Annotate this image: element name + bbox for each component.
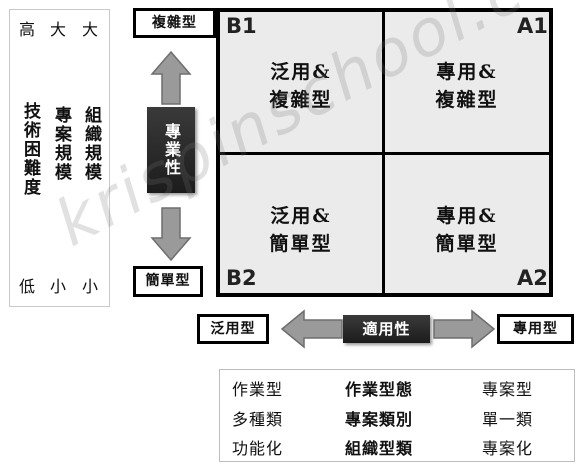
scale-bottom-label-1: 低	[19, 277, 36, 296]
quadrant-b2-line2: 簡單型	[269, 233, 333, 255]
quadrant-a1-line1: 專用&	[436, 61, 498, 83]
quadrant-a1-line2: 複雜型	[435, 89, 499, 111]
scale-top-label-2: 大	[50, 20, 67, 39]
quadrant-a2-text: 專用& 簡單型	[392, 202, 542, 258]
table-row-2-right: 單一類	[482, 410, 534, 429]
table-row-1-right: 專案型	[482, 380, 534, 399]
quadrant-b2-text: 泛用& 簡單型	[226, 202, 376, 258]
column-project-scale: 專案規模	[51, 106, 71, 182]
general-purpose-type-box: 泛用型	[197, 314, 269, 344]
table-row-1-middle: 作業型態	[345, 380, 414, 399]
left-arrow-icon	[280, 309, 343, 349]
simple-type-box: 簡單型	[133, 266, 203, 297]
difficulty-scale-panel: 高 大 大 技術困難度 專案規模 組織規模 低 小 小	[9, 9, 110, 307]
table-row-3-left: 功能化	[232, 439, 284, 458]
table-row-3-middle: 組織型類	[345, 439, 414, 458]
quadrant-b1-text: 泛用& 複雜型	[226, 58, 376, 114]
down-arrow-icon	[150, 207, 192, 262]
scale-bottom-label-2: 小	[50, 277, 67, 296]
attribute-table: 作業型 作業型態 專案型 多種類 專案類別 單一類 功能化 組織型類 專案化	[219, 369, 575, 462]
column-organization-scale: 組織規模	[81, 106, 101, 182]
scale-top-label-1: 高	[19, 20, 36, 39]
scale-bottom-label-3: 小	[82, 277, 99, 296]
matrix-horizontal-divider	[220, 152, 549, 155]
complex-type-box: 複雜型	[133, 8, 216, 38]
scale-top-label-3: 大	[82, 20, 99, 39]
professionalism-axis-bar: 專業性	[147, 107, 195, 193]
quadrant-b1-line1: 泛用&	[270, 61, 332, 83]
quadrant-a2-code: A2	[517, 266, 548, 290]
quadrant-a1-code: A1	[517, 14, 548, 38]
quadrant-b1-code: B1	[226, 14, 257, 38]
quadrant-matrix: B1 泛用& 複雜型 A1 專用& 複雜型 B2 泛用& 簡單型 A2 專用& …	[216, 8, 553, 297]
table-row-1-left: 作業型	[232, 380, 284, 399]
professionalism-label: 專業性	[162, 123, 181, 177]
right-arrow-icon	[433, 309, 496, 349]
table-row-3-right: 專案化	[482, 439, 534, 458]
quadrant-b2-code: B2	[226, 266, 257, 290]
quadrant-a2-line2: 簡單型	[435, 233, 499, 255]
up-arrow-icon	[150, 50, 192, 105]
applicability-axis-bar: 適用性	[343, 315, 430, 343]
column-technical-difficulty: 技術困難度	[20, 102, 40, 197]
quadrant-a2-line1: 專用&	[436, 205, 498, 227]
dedicated-type-box: 專用型	[497, 314, 574, 344]
quadrant-b2-line1: 泛用&	[270, 205, 332, 227]
quadrant-b1-line2: 複雜型	[269, 89, 333, 111]
quadrant-a1-text: 專用& 複雜型	[392, 58, 542, 114]
table-row-2-middle: 專案類別	[345, 410, 414, 429]
table-row-2-left: 多種類	[232, 410, 284, 429]
